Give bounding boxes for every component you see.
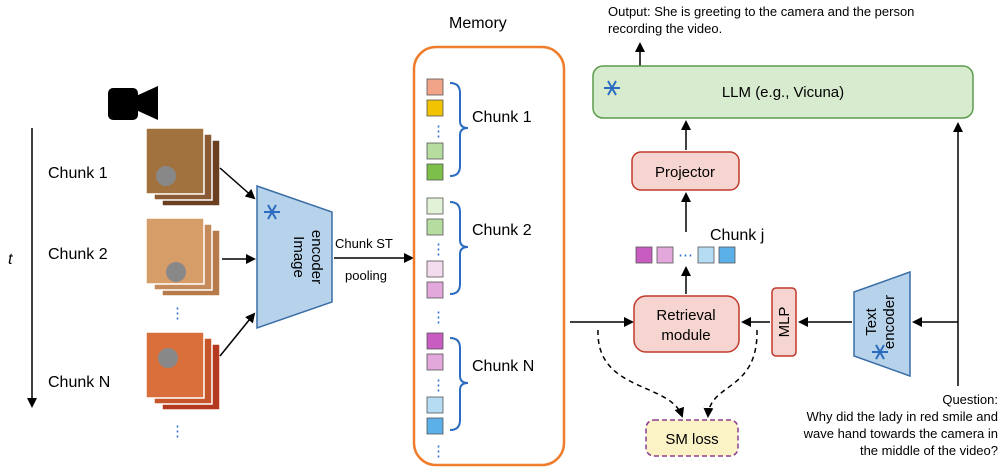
projector-block: Projector <box>631 151 740 191</box>
frame-stack-chunk-n <box>145 331 221 411</box>
image-encoder: Image encoder <box>256 184 333 330</box>
question-text-line-3: wave hand towards the camera in <box>803 426 998 441</box>
question-text-line-4: the middle of the video? <box>860 443 998 458</box>
input-chunk-2-label: Chunk 2 <box>48 246 108 263</box>
memory-chunk-1-tokens: ⋮ <box>426 78 446 181</box>
arrow-chunk-1-to-encoder <box>219 167 256 200</box>
output-text-line-2: recording the video. <box>608 21 722 36</box>
svg-text:LLM (e.g., Vicuna): LLM (e.g., Vicuna) <box>722 84 844 101</box>
brace-chunk-n <box>449 337 469 431</box>
retrieved-chunk-label: Chunk j <box>710 227 764 244</box>
memory-chunk-2-tokens: ⋮ <box>426 197 446 299</box>
svg-text:⋯: ⋯ <box>678 247 693 264</box>
mlp-block: MLP <box>771 287 797 357</box>
svg-text:Projector: Projector <box>655 164 715 181</box>
svg-text:⋮: ⋮ <box>431 377 446 394</box>
frame-stack-ellipsis: ⋮ <box>170 305 185 322</box>
svg-text:module: module <box>661 327 710 344</box>
input-chunk-1-label: Chunk 1 <box>48 165 108 182</box>
retrieved-chunk-tokens: ⋯ <box>635 246 736 264</box>
text-encoder: Text encoder <box>853 270 911 378</box>
question-text-line-1: Question: <box>942 392 998 407</box>
memory-bottom-ellipsis: ⋮ <box>431 443 446 460</box>
svg-text:encoder: encoder <box>308 230 325 284</box>
svg-text:⋮: ⋮ <box>431 241 446 258</box>
memory-title: Memory <box>449 15 507 32</box>
svg-text:SM loss: SM loss <box>665 431 718 448</box>
loss-arrow-right <box>703 329 758 418</box>
memory-chunk-n-tokens: ⋮ <box>426 332 446 435</box>
frames-bottom-ellipsis: ⋮ <box>170 423 185 440</box>
arrow-chunk-n-to-encoder <box>219 312 256 357</box>
memory-chunk-n-label: Chunk N <box>472 358 534 375</box>
time-label: t <box>8 251 13 268</box>
video-camera-icon <box>108 86 158 120</box>
memory-container <box>412 45 566 467</box>
sm-loss-box: SM loss <box>645 419 739 457</box>
svg-text:MLP: MLP <box>776 307 793 338</box>
memory-middle-ellipsis: ⋮ <box>431 309 446 326</box>
question-text-line-2: Why did the lady in red smile and <box>807 409 998 424</box>
svg-text:⋮: ⋮ <box>431 123 446 140</box>
pooling-label-line-2: pooling <box>345 268 387 283</box>
loss-arrow-left <box>597 329 685 418</box>
frame-stack-chunk-2 <box>145 217 221 297</box>
llm-block: LLM (e.g., Vicuna) <box>592 65 974 119</box>
svg-text:Text: Text <box>863 307 880 335</box>
svg-text:encoder: encoder <box>881 295 898 349</box>
retrieval-module: Retrieval module <box>633 295 740 353</box>
memory-chunk-1-label: Chunk 1 <box>472 109 532 126</box>
brace-chunk-2 <box>449 201 469 295</box>
frame-stack-chunk-1 <box>145 127 221 207</box>
brace-chunk-1 <box>449 82 469 177</box>
svg-text:Image: Image <box>290 236 307 278</box>
input-chunk-n-label: Chunk N <box>48 374 110 391</box>
output-text-line-1: Output: She is greeting to the camera an… <box>608 4 914 19</box>
memory-chunk-2-label: Chunk 2 <box>472 222 532 239</box>
svg-text:Retrieval: Retrieval <box>656 307 715 324</box>
pooling-label-line-1: Chunk ST <box>335 236 393 251</box>
